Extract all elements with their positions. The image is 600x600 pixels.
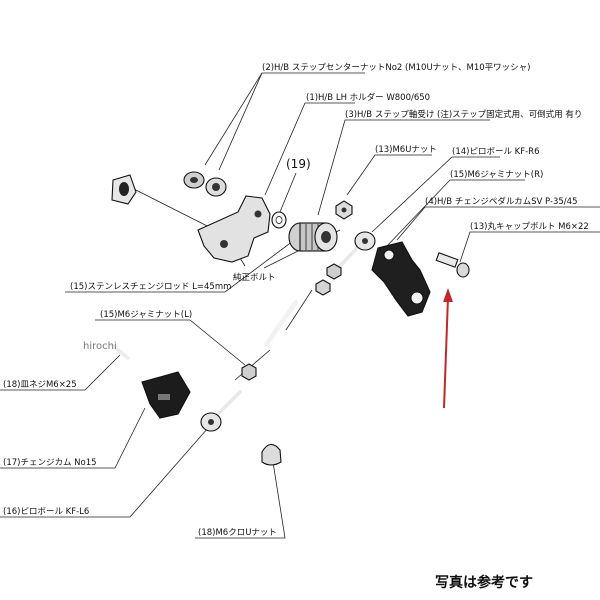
label-part-13-u-nut: (13)M6Uナット: [375, 145, 437, 155]
washer-part-left: [111, 174, 137, 205]
stainless-change-rod-part: [263, 299, 299, 348]
m6-u-nut-part: [335, 200, 353, 220]
jam-nut-r-part: [326, 263, 342, 280]
change-cam-part: [141, 371, 191, 419]
small-nut-mid-part: [315, 279, 331, 296]
center-nut-part: [183, 171, 227, 197]
label-part-19: (19): [286, 157, 311, 171]
label-part-15-r: (15)M6ジャミナット(R): [450, 170, 543, 180]
washer-19-part: [271, 211, 287, 229]
watermark-text: hirochi: [83, 341, 117, 352]
label-part-15-rod: (15)ステンレスチェンジロッド L=45mm: [70, 282, 231, 292]
red-pointer-arrow: [443, 288, 453, 409]
change-pedal-cam-part: [371, 241, 431, 317]
label-part-18-nut: (18)M6クロUナット: [198, 528, 277, 538]
flat-screw-part: [110, 343, 130, 360]
pillow-ball-l6-part: [200, 390, 242, 432]
label-part-14: (14)ピロボール KF-R6: [452, 147, 540, 157]
label-part-4: (4)H/B チェンジペダルカムSV P-35/45: [425, 196, 578, 207]
cap-bolt-part: [435, 252, 470, 278]
label-part-13-cap-bolt: (13)丸キャップボルト M6×22: [470, 221, 589, 232]
label-part-15-l: (15)M6ジャミナット(L): [100, 310, 192, 320]
lh-holder-part: [197, 195, 271, 263]
label-part-18-screw: (18)皿ネジM6×25: [3, 380, 77, 390]
label-part-2: (2)H/B ステップセンターナットNo2 (M10Uナット、M10平ワッシャ): [262, 63, 530, 73]
jam-nut-l-part: [241, 363, 257, 381]
black-u-nut-part: [261, 443, 282, 466]
label-genuine-bolt: 純正ボルト: [233, 272, 276, 283]
label-part-17: (17)チェンジカム No15: [3, 458, 97, 468]
pillow-ball-r6-part: [338, 231, 376, 268]
label-part-1: (1)H/B LH ホルダー W800/650: [306, 92, 430, 103]
label-part-3: (3)H/B ステップ軸受け (注)ステップ固定式用、可倒式用 有り: [345, 109, 582, 120]
part-labels: (2)H/B ステップセンターナットNo2 (M10Uナット、M10平ワッシャ)…: [3, 63, 589, 538]
step-bearing-part: [288, 222, 338, 252]
reference-photo-disclaimer: 写真は参考です: [435, 575, 533, 591]
leader-lines: [0, 72, 600, 539]
label-part-16: (16)ピロボール KF-L6: [3, 507, 89, 517]
